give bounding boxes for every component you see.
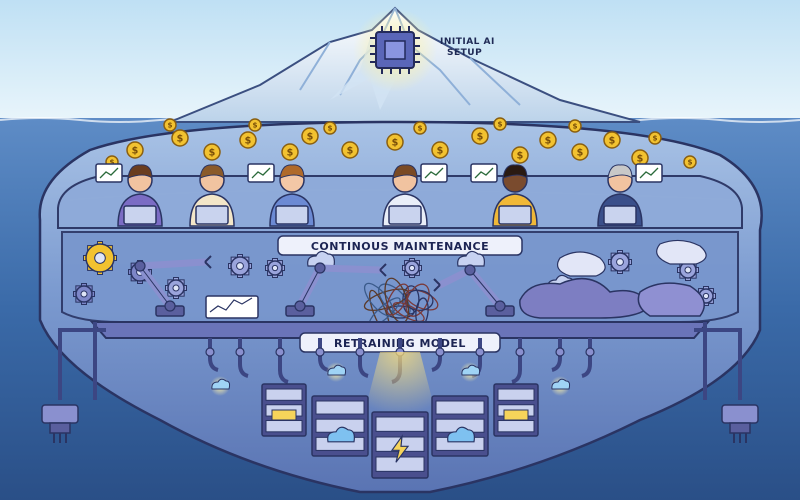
gear-icon <box>84 242 117 275</box>
chart-screen-icon <box>421 164 447 182</box>
laptop-icon <box>604 206 636 224</box>
svg-text:$: $ <box>437 146 444 157</box>
svg-text:$: $ <box>577 148 584 159</box>
dollar-coin-icon: $ <box>302 128 318 144</box>
svg-text:$: $ <box>477 132 484 143</box>
dollar-coin-icon: $ <box>572 144 588 160</box>
svg-text:$: $ <box>132 146 139 157</box>
label-initial-ai-line2: SETUP <box>447 48 482 58</box>
server-icon <box>432 396 488 456</box>
chart-screen-icon <box>471 164 497 182</box>
svg-text:$: $ <box>417 124 422 133</box>
svg-text:$: $ <box>245 136 252 147</box>
dollar-coin-icon: $ <box>127 142 143 158</box>
dollar-coin-icon: $ <box>684 156 696 168</box>
dollar-coin-icon: $ <box>282 144 298 160</box>
svg-text:$: $ <box>609 136 616 147</box>
svg-text:$: $ <box>392 138 399 149</box>
svg-text:$: $ <box>517 151 524 162</box>
gear-icon <box>229 255 252 278</box>
dollar-coin-icon: $ <box>204 144 220 160</box>
dollar-coin-icon: $ <box>342 142 358 158</box>
gear-icon <box>166 278 187 299</box>
laptop-icon <box>196 206 228 224</box>
laptop-icon <box>124 206 156 224</box>
svg-text:$: $ <box>167 121 172 130</box>
laptop-icon <box>499 206 531 224</box>
chart-screen-icon <box>248 164 274 182</box>
label-initial-ai-line1: INITIAL AI <box>440 37 495 47</box>
gear-icon <box>266 259 285 278</box>
gear-icon <box>609 251 632 274</box>
dollar-coin-icon: $ <box>324 122 336 134</box>
svg-text:$: $ <box>287 148 294 159</box>
dollar-coin-icon: $ <box>240 132 256 148</box>
svg-text:$: $ <box>209 148 216 159</box>
svg-text:$: $ <box>307 132 314 143</box>
svg-text:$: $ <box>252 121 257 130</box>
svg-text:$: $ <box>572 122 577 131</box>
dollar-coin-icon: $ <box>432 142 448 158</box>
chart-screen-icon <box>96 164 122 182</box>
dollar-coin-icon: $ <box>472 128 488 144</box>
dollar-coin-icon: $ <box>512 147 528 163</box>
server-icon <box>494 384 538 436</box>
svg-text:$: $ <box>497 120 502 129</box>
chip-icon <box>370 26 420 74</box>
dollar-coin-icon: $ <box>494 118 506 130</box>
chart-monitor <box>206 296 258 318</box>
dollar-coin-icon: $ <box>569 120 581 132</box>
svg-text:$: $ <box>327 124 332 133</box>
server-icon <box>372 412 428 478</box>
dollar-coin-icon: $ <box>414 122 426 134</box>
laptop-icon <box>389 206 421 224</box>
dollar-coin-icon: $ <box>387 134 403 150</box>
server-icon <box>312 396 368 456</box>
laptop-icon <box>276 206 308 224</box>
server-icon <box>262 384 306 436</box>
dollar-coin-icon: $ <box>172 130 188 146</box>
dollar-coin-icon: $ <box>540 132 556 148</box>
chart-screen-icon <box>636 164 662 182</box>
label-continuous-maintenance: CONTINOUS MAINTENANCE <box>311 240 489 253</box>
svg-text:$: $ <box>687 158 692 167</box>
svg-text:$: $ <box>347 146 354 157</box>
dollar-coin-icon: $ <box>604 132 620 148</box>
dollar-coin-icon: $ <box>249 119 261 131</box>
dollar-coin-icon: $ <box>164 119 176 131</box>
svg-text:$: $ <box>545 136 552 147</box>
banner-continuous-maintenance: CONTINOUS MAINTENANCE <box>278 236 522 255</box>
gear-icon <box>74 284 95 305</box>
svg-text:$: $ <box>652 134 657 143</box>
svg-text:$: $ <box>177 134 184 145</box>
gear-icon <box>403 259 422 278</box>
svg-text:$: $ <box>637 154 644 165</box>
dollar-coin-icon: $ <box>649 132 661 144</box>
